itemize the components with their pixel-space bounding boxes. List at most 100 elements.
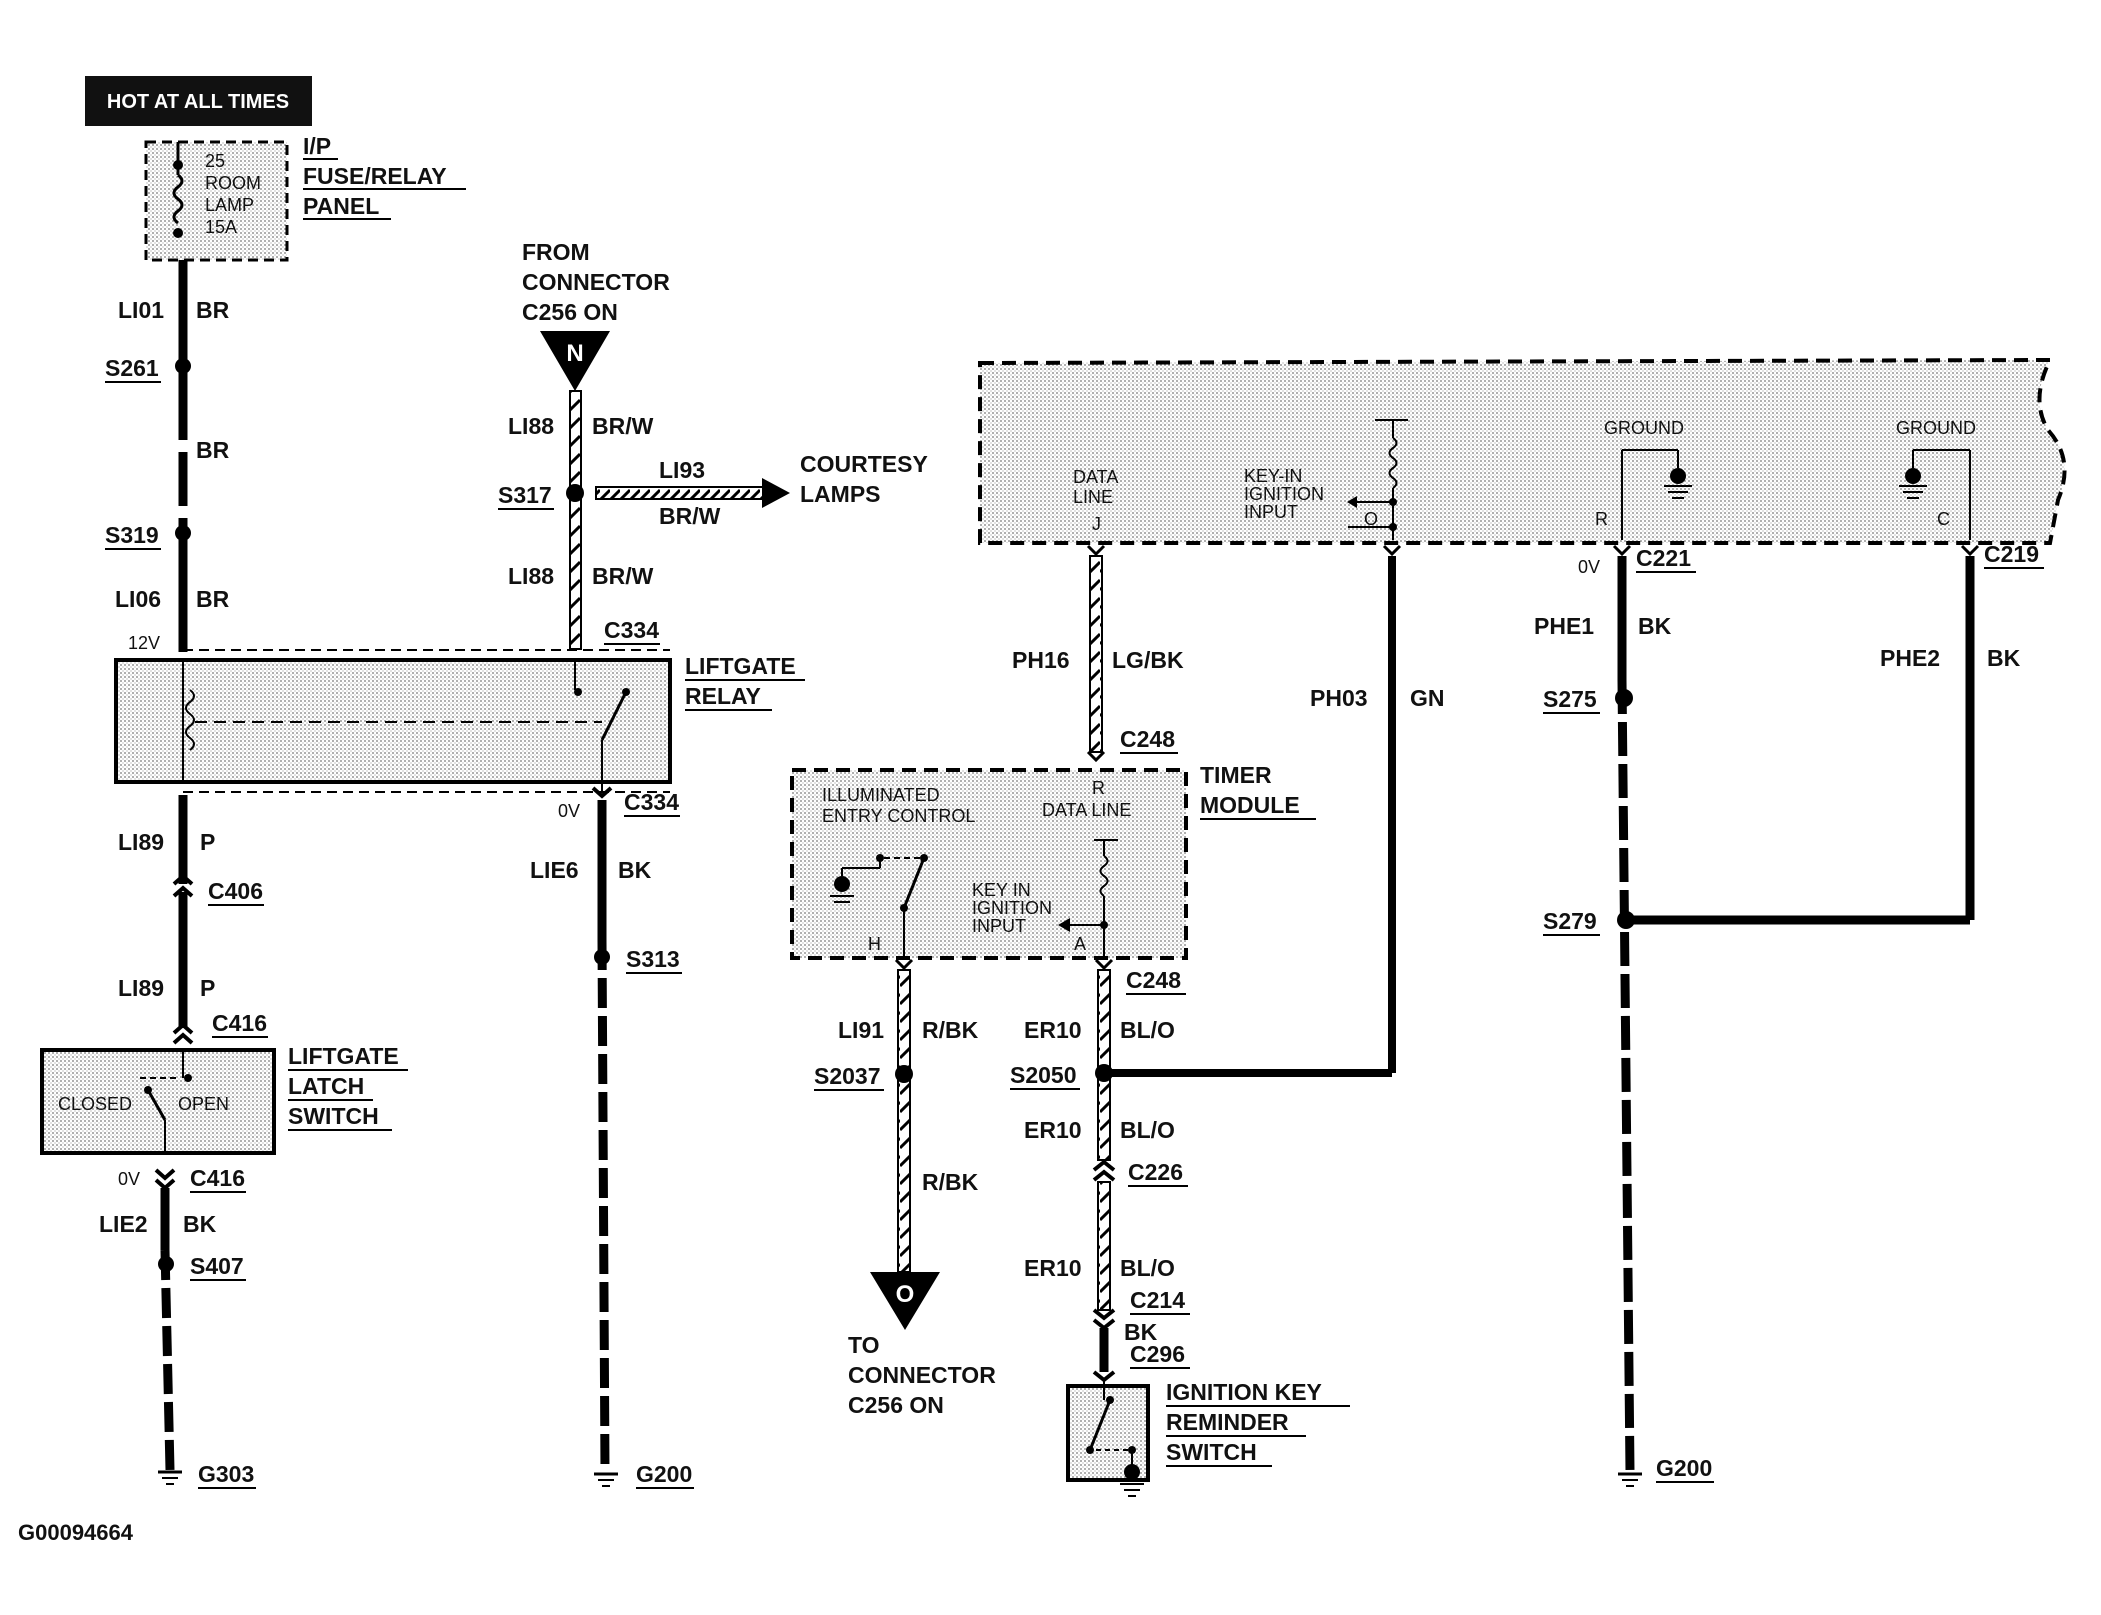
upper-pin-r: R	[1595, 509, 1608, 529]
timer-left-wire: LI91 R/BK S2037 R/BK O TO CONNECTOR C256…	[814, 969, 996, 1418]
wire-li06-color: BR	[196, 586, 230, 612]
timer-pin-r: R	[1092, 778, 1105, 798]
upper-pin-c: C	[1937, 509, 1950, 529]
liftgate-relay: LIFTGATE RELAY	[114, 649, 805, 793]
timer-resistor-icon	[1099, 855, 1109, 897]
mid-feed-wire: LI88 BR/W S317 LI93 BR/W COURTESY LAMPS …	[498, 390, 928, 650]
wire-er10c-label: ER10	[1024, 1255, 1082, 1281]
wire-li93-label: LI93	[659, 457, 705, 483]
ign-title-2: REMINDER	[1166, 1409, 1289, 1435]
ignition-switch-icon	[1088, 1399, 1112, 1451]
fuse-line-1: 25	[205, 151, 225, 171]
latch-title-2: LATCH	[288, 1073, 364, 1099]
relay-right-voltage: 0V	[558, 801, 580, 821]
relay-title-1: LIFTGATE	[685, 653, 796, 679]
from-connector-line-3: C256 ON	[522, 299, 618, 325]
upper-data-line-1: DATA	[1073, 467, 1118, 487]
ignition-key-reminder-switch: IGNITION KEY REMINDER SWITCH	[1066, 1379, 1350, 1497]
splice-s261	[175, 358, 191, 374]
connector-c296: C296	[1130, 1341, 1185, 1367]
module-wires: PH16 LG/BK PH03 GN PHE1 BK S275 S279 PHE…	[1012, 555, 2021, 1487]
wire-rbk-color: R/BK	[922, 1169, 979, 1195]
ground-g303-label: G303	[198, 1461, 254, 1487]
wire-li93-color: BR/W	[659, 503, 721, 529]
wire-li01-label: LI01	[118, 297, 164, 323]
connector-c221: C221	[1636, 545, 1691, 571]
wire-li89a-color: P	[200, 829, 215, 855]
timer-title-1: TIMER	[1200, 762, 1272, 788]
timer-pin-h: H	[868, 934, 881, 954]
timer-key-in-1: KEY IN	[972, 880, 1031, 900]
wire-lie6-label: LIE6	[530, 857, 579, 883]
wire-er10a-label: ER10	[1024, 1017, 1082, 1043]
splice-s261-label: S261	[105, 355, 159, 381]
courtesy-arrow-icon	[762, 478, 790, 508]
upper-module: DATA LINE J KEY-IN IGNITION INPUT O GROU…	[978, 357, 2067, 577]
connector-o-triangle-icon	[870, 1272, 940, 1330]
ign-title-3: SWITCH	[1166, 1439, 1257, 1465]
upper-ground-1: GROUND	[1604, 418, 1684, 438]
upper-data-line-2: LINE	[1073, 487, 1113, 507]
splice-s317-label: S317	[498, 482, 552, 508]
from-connector-line-2: CONNECTOR	[522, 269, 670, 295]
connector-c219: C219	[1984, 541, 2039, 567]
timer-data-line: DATA LINE	[1042, 800, 1131, 820]
left-feed-wire: LI01 BR S261 BR S319 LI06 BR 12V	[105, 260, 230, 653]
wire-ph16-label: PH16	[1012, 647, 1070, 673]
timer-title-2: MODULE	[1200, 792, 1300, 818]
liftgate-latch-switch: CLOSED OPEN LIFTGATE LATCH SWITCH 0V C41…	[40, 1043, 408, 1489]
timer-pin-a: A	[1074, 934, 1086, 954]
fuse-line-4: 15A	[205, 217, 237, 237]
wire-lie2-color: BK	[183, 1211, 217, 1237]
timer-iec-1: ILLUMINATED	[822, 785, 940, 805]
from-connector-line-1: FROM	[522, 239, 590, 265]
hot-at-all-times-banner: HOT AT ALL TIMES	[85, 76, 312, 126]
wire-li88a-color: BR/W	[592, 413, 654, 439]
timer-key-in-2: IGNITION	[972, 898, 1052, 918]
wire-li88a-label: LI88	[508, 413, 554, 439]
wire-li06-label: LI06	[115, 586, 161, 612]
courtesy-lamps-line-2: LAMPS	[800, 481, 881, 507]
wire-br-color: BR	[196, 437, 230, 463]
connector-o-letter: O	[896, 1281, 915, 1308]
figure-id: G00094664	[18, 1520, 134, 1545]
to-connector-line-3: C256 ON	[848, 1392, 944, 1418]
connector-c416-bottom: C416	[190, 1165, 245, 1191]
splice-s407	[158, 1256, 174, 1272]
latch-title-3: SWITCH	[288, 1103, 379, 1129]
wire-li91-label: LI91	[838, 1017, 884, 1043]
connector-c226: C226	[1128, 1159, 1183, 1185]
relay-ground-wire: 0V C334 LIE6 BK S313 G200	[530, 782, 694, 1489]
upper-pin-j: J	[1092, 514, 1101, 534]
wire-er10a-color: BL/O	[1120, 1017, 1175, 1043]
ground-g200-right-label: G200	[1656, 1455, 1712, 1481]
splice-s2037-label: S2037	[814, 1063, 881, 1089]
latch-closed-label: CLOSED	[58, 1094, 132, 1114]
wire-ph16-color: LG/BK	[1112, 647, 1184, 673]
wire-ph03-color: GN	[1410, 685, 1445, 711]
wire-lie2-label: LIE2	[99, 1211, 148, 1237]
fuse-relay-panel: 25 ROOM LAMP 15A I/P FUSE/RELAY PANEL	[144, 133, 466, 262]
connector-c248-top: C248	[1120, 726, 1175, 752]
fuse-panel-title-1: I/P	[303, 133, 331, 159]
wire-li89a-label: LI89	[118, 829, 164, 855]
ground-g200-right-icon	[1618, 1472, 1642, 1487]
latch-title-1: LIFTGATE	[288, 1043, 399, 1069]
timer-right-wire: ER10 BL/O S2050 ER10 BL/O C226 ER10 BL/O…	[1010, 969, 1190, 1383]
splice-s2050-label: S2050	[1010, 1062, 1077, 1088]
upper-ground-2: GROUND	[1896, 418, 1976, 438]
fuse-line-2: ROOM	[205, 173, 261, 193]
iec-switch-icon	[902, 857, 926, 909]
splice-s275	[1615, 689, 1633, 707]
upper-key-in-arrow-icon	[1347, 496, 1357, 508]
upper-pin-o: O	[1364, 509, 1378, 529]
connector-c248-bottom: C248	[1126, 967, 1181, 993]
ign-title-1: IGNITION KEY	[1166, 1379, 1322, 1405]
timer-key-in-3: INPUT	[972, 916, 1026, 936]
c221-voltage: 0V	[1578, 557, 1600, 577]
wire-phe2-label: PHE2	[1880, 645, 1940, 671]
to-connector-line-2: CONNECTOR	[848, 1362, 996, 1388]
wire-lie6-color: BK	[618, 857, 652, 883]
wire-phe1-label: PHE1	[1534, 613, 1594, 639]
timer-iec-2: ENTRY CONTROL	[822, 806, 975, 826]
